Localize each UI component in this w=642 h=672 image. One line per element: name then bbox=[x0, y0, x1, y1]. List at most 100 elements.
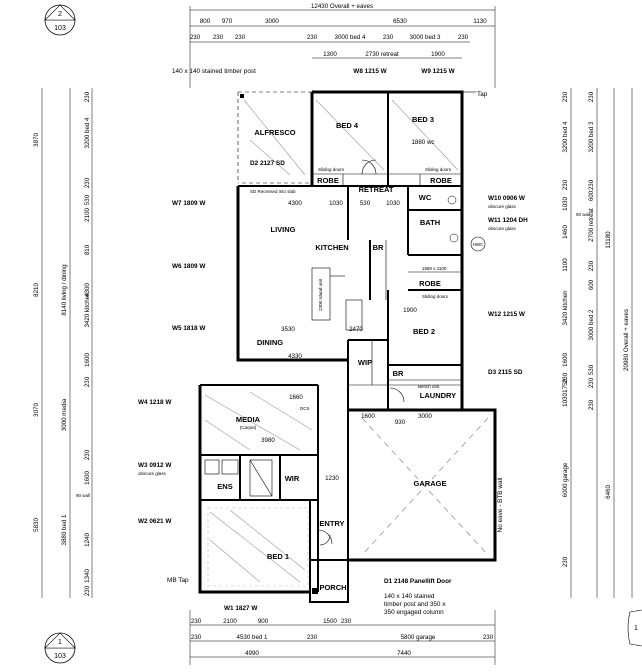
bottom-dimensions: 230 2100 900 1500 230 230 4530 bed 1 230… bbox=[189, 610, 496, 665]
dim-bottom: 1500 bbox=[323, 618, 337, 625]
dim-top: 230 bbox=[235, 34, 246, 41]
right-90-wall: 90 wall bbox=[576, 212, 590, 217]
room-media-sub: (Carpet) bbox=[240, 425, 257, 430]
room-alfresco: ALFRESCO bbox=[254, 128, 295, 137]
dim-top: 970 bbox=[222, 18, 233, 25]
dim-living-4300: 4300 bbox=[288, 200, 302, 207]
note-1880-wc: 1880 wc bbox=[411, 139, 434, 146]
dim-bottom: 900 bbox=[258, 618, 269, 625]
dim-top: 3000 bed 4 bbox=[335, 34, 367, 41]
left-90-wall: 90 wall bbox=[76, 493, 90, 498]
dim-right: 1100 bbox=[562, 258, 569, 272]
window-w1: W1 1827 W bbox=[224, 605, 258, 612]
dim-right: 6000 garage bbox=[562, 462, 569, 497]
dim-1030b: 1030 bbox=[386, 200, 400, 207]
dim-bottom: 2100 bbox=[223, 618, 237, 625]
window-w10-note: obscure glass bbox=[488, 204, 517, 209]
note-no-eave: No eave - BTB wall bbox=[497, 478, 504, 533]
note-island: 2300 Island unit bbox=[318, 278, 323, 311]
dim-left: 1600 bbox=[84, 353, 91, 367]
dim-right: 13180 bbox=[605, 231, 612, 249]
dim-left: 1240 bbox=[84, 533, 91, 547]
dim-left: 2100 bbox=[84, 208, 91, 222]
window-w10: W10 0906 W bbox=[488, 195, 526, 202]
dim-right: 1030 bbox=[562, 197, 569, 211]
right-dimensions: 230 3200 bed 4 230 1030 1460 1100 3420 k… bbox=[562, 88, 633, 598]
dim-530: 530 bbox=[360, 200, 371, 207]
dim-3530: 3530 bbox=[281, 326, 295, 333]
room-wir: WIR bbox=[285, 474, 300, 483]
dim-4330: 4330 bbox=[288, 353, 302, 360]
dim-right: 1750 bbox=[562, 379, 569, 393]
dim-3000: 3000 bbox=[418, 413, 432, 420]
dim-left: 3420 kitchen bbox=[84, 292, 91, 328]
robe-bed3: ROBE bbox=[430, 176, 452, 185]
window-w7: W7 1809 W bbox=[172, 200, 206, 207]
dim-bottom: 7440 bbox=[397, 650, 411, 657]
note-sd-slab: SD Recessed into slab bbox=[250, 189, 296, 194]
dim-left: 230 bbox=[84, 91, 91, 102]
dim-left: 3200 bed 4 bbox=[84, 117, 91, 149]
window-w3-note: obscure glass bbox=[138, 471, 167, 476]
door-d2: D2 2127 SD bbox=[250, 160, 285, 167]
dim-bottom: 5800 garage bbox=[401, 634, 436, 641]
room-entry: ENTRY bbox=[319, 519, 344, 528]
dim-right: 230 bbox=[588, 91, 595, 102]
dim-right: 230 bbox=[562, 91, 569, 102]
dim-right: 230 bbox=[562, 179, 569, 190]
dim-right: 230 bbox=[588, 179, 595, 190]
room-wc: WC bbox=[419, 193, 432, 202]
br-1: BR bbox=[373, 243, 384, 252]
dim-bottom: 230 bbox=[341, 618, 352, 625]
window-w6: W6 1809 W bbox=[172, 263, 206, 270]
dim-right: 1460 bbox=[562, 225, 569, 239]
room-bath: BATH bbox=[420, 218, 440, 227]
dim-2470: 2470 bbox=[349, 326, 363, 333]
marker-bottom-num: 1 bbox=[58, 639, 62, 646]
dim-left: 3870 bbox=[33, 133, 40, 147]
dim-bottom: 4530 bed 1 bbox=[237, 634, 269, 641]
dim-right: 230 bbox=[562, 372, 569, 383]
dim-1230: 1230 bbox=[325, 475, 339, 482]
note-dcs: DCS bbox=[300, 406, 310, 411]
dim-bottom: 230 bbox=[191, 634, 202, 641]
robe-bed2: ROBE bbox=[419, 279, 441, 288]
dim-right: 1030 bbox=[562, 393, 569, 407]
dim-right: 600 bbox=[588, 279, 595, 290]
dim-right-overall: 20980 Overall + eaves bbox=[623, 309, 630, 371]
room-bed3: BED 3 bbox=[412, 115, 434, 124]
dim-top: 1130 bbox=[473, 18, 487, 25]
dim-left: 3070 bbox=[33, 403, 40, 417]
edge-tab bbox=[627, 609, 642, 647]
note-post-label: 140 x 140 stained timber post bbox=[172, 68, 256, 75]
dim-right: 3200 bed 3 bbox=[588, 121, 595, 153]
room-wip: WIP bbox=[358, 358, 372, 367]
dim-left: 230 bbox=[84, 376, 91, 387]
dim-top: 230 bbox=[190, 34, 201, 41]
dim-top-overall: 12430 Overall + eaves bbox=[311, 3, 373, 10]
window-w12: W12 1215 W bbox=[488, 311, 526, 318]
marker-top-num: 2 bbox=[58, 11, 62, 18]
dim-left: 3000 media bbox=[61, 398, 68, 431]
dim-left: 1600 bbox=[84, 471, 91, 485]
dim-top: 1300 bbox=[323, 51, 337, 58]
dim-left: 5830 bbox=[33, 518, 40, 532]
dim-bottom: 230 bbox=[307, 634, 318, 641]
dim-left: 230 bbox=[84, 585, 91, 596]
dim-bottom: 230 bbox=[191, 618, 202, 625]
dim-right: 2700 retreat bbox=[588, 208, 595, 242]
left-dimensions: 3870 8210 3070 5830 8140 living / dining… bbox=[33, 88, 93, 598]
dim-top: 230 bbox=[458, 34, 469, 41]
window-w11: W11 1204 DH bbox=[488, 217, 528, 224]
door-d3: D3 2115 SD bbox=[488, 369, 523, 376]
marker-top-ref: 103 bbox=[54, 25, 66, 32]
dim-top: 3000 bed 3 bbox=[410, 34, 442, 41]
section-marker-bottom: 1 103 bbox=[44, 632, 76, 664]
hwc-label: HWC bbox=[473, 242, 484, 247]
window-w8: W8 1215 W bbox=[353, 68, 387, 75]
dim-bottom: 230 bbox=[483, 634, 494, 641]
window-w3: W3 0912 W bbox=[138, 462, 172, 469]
